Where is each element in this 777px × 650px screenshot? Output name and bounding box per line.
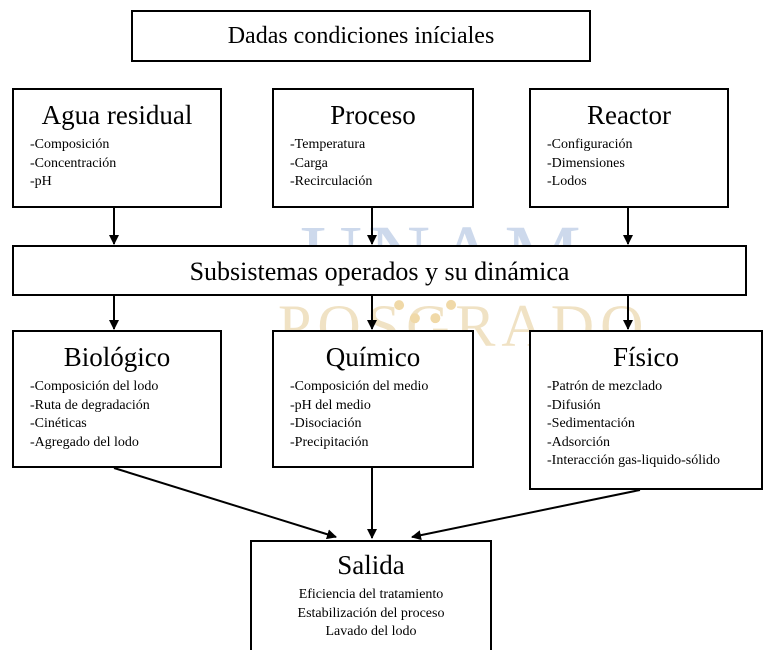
fisico-title: Físico — [612, 342, 679, 372]
quimico-box: Químico -Composición del medio -pH del me… — [272, 330, 474, 468]
reactor-item: -Lodos — [547, 174, 587, 189]
reactor-title: Reactor — [587, 100, 671, 130]
biologico-title: Biológico — [63, 342, 171, 372]
quimico-item: -Precipitación — [290, 434, 369, 450]
biologico-box: Biológico -Composición del lodo -Ruta de … — [12, 330, 222, 468]
salida-item: Lavado del lodo — [325, 624, 417, 639]
biologico-item: -Ruta de degradación — [30, 397, 150, 413]
fisico-item: -Adsorción — [547, 434, 610, 450]
salida-title: Salida — [337, 550, 405, 580]
fisico-item: -Patrón de mezclado — [547, 379, 663, 394]
reactor-box: Reactor -Configuración -Dimensiones -Lodos — [529, 88, 729, 208]
initial-conditions-label: Dadas condiciones iníciales — [227, 23, 495, 49]
quimico-items: -Composición del medio -pH del medio -Diso… — [290, 378, 428, 452]
proceso-title: Proceso — [330, 100, 416, 130]
biologico-item: -Agregado del lodo — [30, 434, 139, 450]
proceso-items: -Temperatura -Carga -Recirculación — [290, 136, 372, 192]
proceso-box: Proceso -Temperatura -Carga -Recirculación — [272, 88, 474, 208]
reactor-item: -Configuración — [547, 137, 633, 152]
salida-item: Estabilización del proceso — [297, 605, 445, 621]
biologico-item: -Cinéticas — [30, 416, 87, 431]
subsistemas-label: Subsistemas operados y su dinámica — [189, 257, 570, 286]
arrow-biologico-to-salida — [113, 467, 337, 540]
quimico-item: -Disociación — [290, 416, 362, 431]
quimico-item: -pH del medio — [290, 397, 371, 413]
proceso-item: -Temperatura — [290, 137, 366, 152]
reactor-item: -Dimensiones — [547, 155, 625, 171]
biologico-item: -Composición del lodo — [30, 379, 159, 394]
reactor-items: -Configuración -Dimensiones -Lodos — [547, 136, 633, 192]
agua-residual-box: Agua residual -Composición -Concentración… — [12, 88, 222, 208]
fisico-items: -Patrón de mezclado -Difusión -Sedimentaci… — [547, 378, 720, 471]
salida-item: Eficiencia del tratamiento — [298, 587, 444, 602]
quimico-item: -Composición del medio — [290, 379, 429, 394]
agua-item: -Composición — [30, 137, 110, 152]
initial-conditions-box: Dadas condiciones iníciales — [131, 10, 591, 62]
fisico-item: -Interacción gas-liquido-sólido — [547, 453, 721, 468]
agua-item: -pH — [30, 174, 52, 189]
agua-residual-title: Agua residual — [41, 100, 193, 130]
biologico-items: -Composición del lodo -Ruta de degradació… — [30, 378, 158, 452]
fisico-item: -Sedimentación — [547, 416, 635, 431]
proceso-item: -Carga — [290, 155, 328, 171]
quimico-title: Químico — [325, 342, 421, 372]
fisico-item: -Difusión — [547, 397, 601, 413]
fisico-box: Físico -Patrón de mezclado -Difusión -Sedi… — [529, 330, 763, 490]
subsistemas-box: Subsistemas operados y su dinámica — [12, 245, 747, 296]
agua-item: -Concentración — [30, 155, 117, 171]
arrow-fisico-to-salida — [411, 489, 641, 541]
proceso-item: -Recirculación — [290, 174, 373, 189]
agua-residual-items: -Composición -Concentración -pH — [30, 136, 116, 192]
